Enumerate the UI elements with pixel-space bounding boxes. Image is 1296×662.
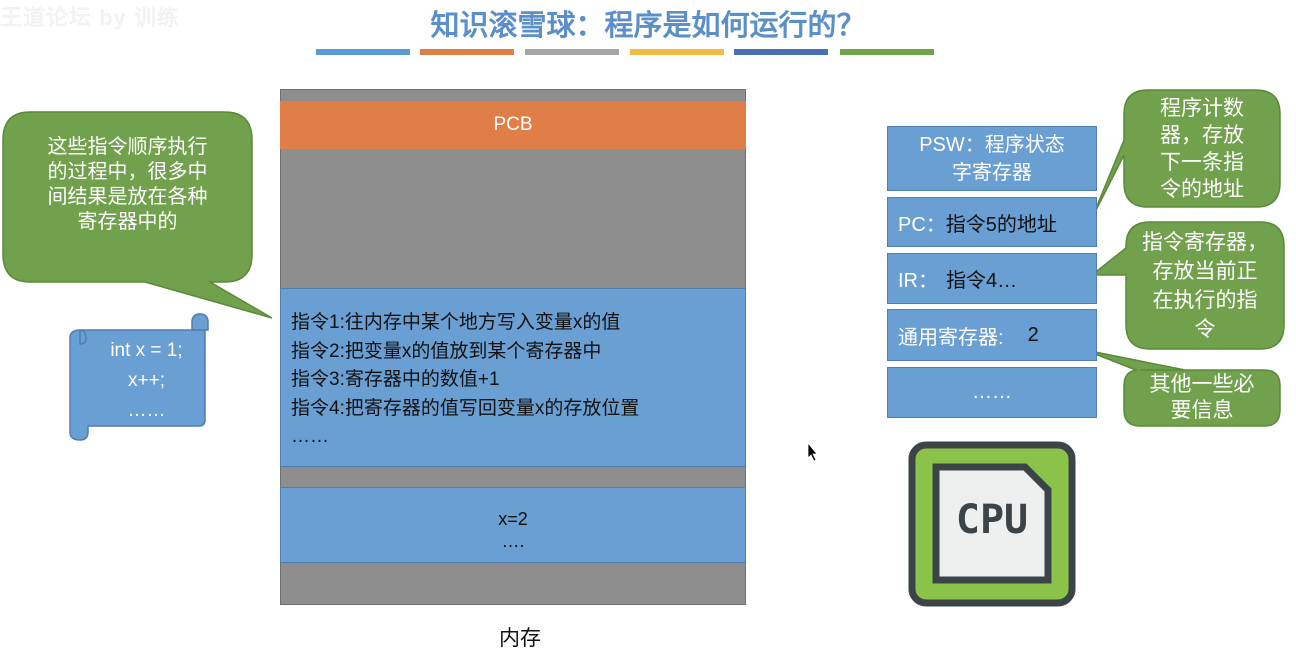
ir-name: IR：	[898, 270, 938, 292]
mouse-cursor-icon	[807, 441, 818, 462]
data-block: x=2 ….	[280, 487, 746, 563]
title-bar-gray	[525, 49, 619, 55]
data-line: x=2	[498, 509, 528, 529]
instruction-line: 指令2:把变量x的值放到某个寄存器中	[291, 340, 602, 362]
other-callout-bubble	[1084, 349, 1281, 427]
cpu-icon	[908, 441, 1076, 607]
general-value: 2	[1027, 323, 1039, 346]
callout-line: 存放当前正	[1152, 260, 1258, 283]
title-bar-blue	[316, 49, 410, 55]
callout-line: 程序计数	[1160, 97, 1244, 120]
code-line: int x = 1;	[110, 340, 183, 361]
pc-name: PC：	[898, 213, 946, 236]
scroll-icon	[69, 313, 209, 441]
callout-line: 指令寄存器，	[1142, 231, 1268, 254]
instruction-line: 指令1:往内存中某个地方写入变量x的值	[291, 312, 621, 333]
data-line: ….	[501, 531, 525, 551]
code-line: x++;	[128, 370, 165, 391]
pc-value: 指令5的地址	[945, 213, 1057, 236]
callout-line: 要信息	[1170, 399, 1234, 422]
callout-line: 器，存放	[1160, 124, 1244, 147]
register-ir: IR： 指令4…	[887, 253, 1097, 304]
title-bar-orange	[420, 49, 514, 55]
title-bar-yellow	[630, 49, 724, 55]
callout-line: 令的地址	[1160, 178, 1244, 201]
register-pc: PC：指令5的地址	[887, 197, 1097, 247]
callout-line: 令	[1194, 318, 1216, 341]
register-more: ……	[887, 367, 1097, 418]
left-callout-bubble	[2, 111, 273, 319]
page-title: 知识滚雪球：程序是如何运行的？	[430, 10, 866, 42]
callout-line: 在执行的指	[1152, 289, 1258, 312]
callout-line: 这些指令顺序执行	[47, 136, 208, 158]
memory-label: 内存	[499, 627, 541, 650]
psw-label: 字寄存器	[952, 161, 1032, 184]
register-general: 通用寄存器: 2	[887, 309, 1097, 361]
left-callout-text: 这些指令顺序执行 的过程中，很多中 间结果是放在各种 寄存器中的	[3, 135, 252, 235]
scroll-code: int x = 1; x++; ……	[88, 336, 205, 426]
callout-line: 寄存器中的	[77, 211, 178, 233]
ir-callout-text: 指令寄存器， 存放当前正 在执行的指 令	[1126, 228, 1284, 344]
instruction-line: ……	[291, 426, 329, 447]
code-line: ……	[127, 400, 166, 421]
callout-line: 其他一些必	[1149, 373, 1255, 396]
other-callout-text: 其他一些必 要信息	[1124, 372, 1280, 424]
title-bar-green	[840, 49, 934, 55]
callout-line: 的过程中，很多中	[47, 161, 208, 183]
callout-line: 下一条指	[1160, 151, 1244, 174]
title-bar-darkblue	[734, 49, 828, 55]
more-label: ……	[972, 381, 1012, 403]
register-psw: PSW：程序状态 字寄存器	[887, 126, 1097, 191]
instructions-block: 指令1:往内存中某个地方写入变量x的值 指令2:把变量x的值放到某个寄存器中 指…	[280, 288, 746, 467]
instruction-line: 指令3:寄存器中的数值+1	[291, 369, 500, 390]
cpu-label: CPU	[955, 497, 1029, 543]
pc-callout-text: 程序计数 器，存放 下一条指 令的地址	[1124, 95, 1280, 203]
ir-value: 指令4…	[946, 270, 1018, 292]
general-name: 通用寄存器:	[898, 326, 1004, 349]
callout-line: 间结果是放在各种	[47, 186, 208, 208]
ir-callout-bubble	[1089, 221, 1285, 350]
pcb-block: PCB	[280, 101, 746, 149]
instruction-line: 指令4:把寄存器的值写回变量x的存放位置	[291, 397, 640, 419]
watermark: 王道论坛 by 训练	[0, 5, 180, 30]
pc-callout-bubble	[1091, 89, 1281, 219]
psw-label: PSW：程序状态	[919, 133, 1065, 156]
